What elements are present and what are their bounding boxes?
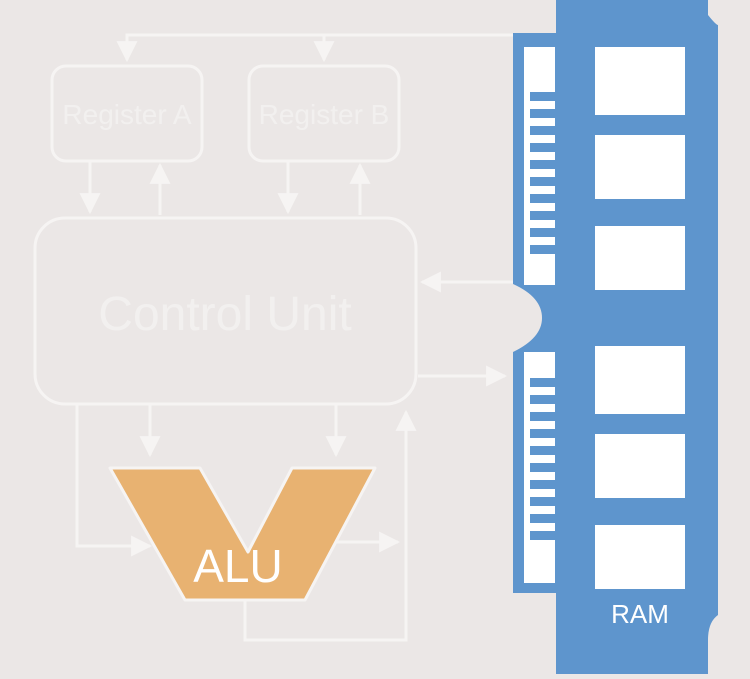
register-a-box bbox=[50, 64, 204, 163]
register-b-label: Register B bbox=[259, 99, 390, 130]
alu-label: ALU bbox=[193, 540, 282, 592]
ram-label: RAM bbox=[611, 599, 669, 629]
register-b-box bbox=[247, 64, 401, 163]
ram-module: RAM bbox=[513, 0, 718, 674]
ram-contacts bbox=[530, 92, 555, 540]
connector-lines bbox=[75, 33, 515, 642]
control-unit-label: Control Unit bbox=[98, 288, 351, 341]
register-a-label: Register A bbox=[62, 99, 191, 130]
ram-chips bbox=[595, 47, 685, 589]
control-unit-box bbox=[33, 216, 418, 406]
alu-block: ALU bbox=[108, 466, 377, 602]
